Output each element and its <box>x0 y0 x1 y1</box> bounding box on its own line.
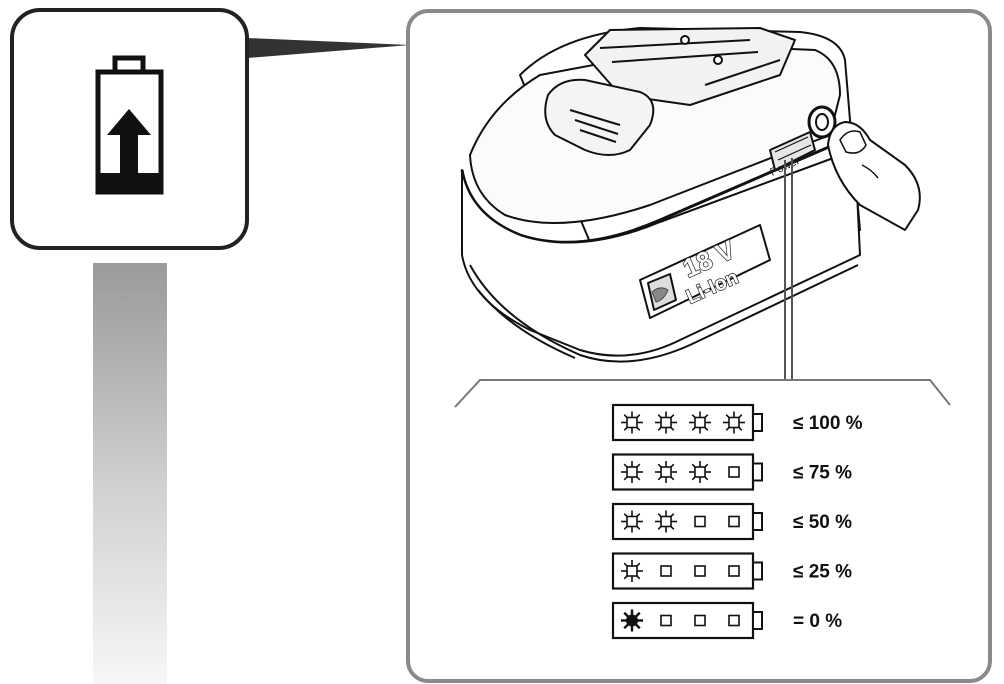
callout-pointer <box>247 38 410 58</box>
charge-level-table: ≤ 100 % ≤ 75 % ≤ 50 % ≤ 25 % = 0 % <box>611 403 863 640</box>
charge-level-label: ≤ 75 % <box>793 463 852 484</box>
led-lit-icon <box>621 461 643 483</box>
battery-pack <box>460 27 921 363</box>
led-off-icon <box>728 565 740 577</box>
led-off-icon <box>728 515 740 528</box>
led-off-icon <box>660 614 672 627</box>
charge-level-row: ≤ 25 % <box>611 552 852 590</box>
led-off-icon <box>694 614 706 627</box>
led-off-icon <box>728 614 740 627</box>
charge-level-label: ≤ 50 % <box>793 512 852 533</box>
charge-level-label: ≤ 100 % <box>793 413 863 434</box>
led-lit-icon <box>689 411 711 434</box>
fade-bar <box>93 263 167 684</box>
charge-level-row: = 0 % <box>611 601 842 640</box>
led-off-icon <box>728 466 740 478</box>
charge-symbol-box <box>10 8 249 250</box>
led-off-icon <box>694 565 706 577</box>
led-indicator-window <box>769 131 816 171</box>
led-lit-icon <box>621 411 643 434</box>
battery-charge-up-arrow-icon <box>95 55 164 195</box>
charge-level-label: ≤ 25 % <box>793 562 852 583</box>
led-lit-icon <box>723 411 745 434</box>
led-blinking-icon <box>621 609 643 632</box>
charge-level-row: ≤ 50 % <box>611 502 852 541</box>
led-lit-icon <box>655 461 677 483</box>
charge-level-label: = 0 % <box>793 611 842 632</box>
power-button <box>807 105 837 139</box>
led-lit-icon <box>621 510 643 533</box>
led-lit-icon <box>689 461 711 483</box>
charge-level-row: ≤ 100 % <box>611 403 863 442</box>
led-off-icon <box>660 565 672 577</box>
bracket <box>454 379 951 408</box>
led-off-icon <box>694 515 706 528</box>
charge-level-row: ≤ 75 % <box>611 453 852 491</box>
led-lit-icon <box>655 510 677 533</box>
release-latch <box>544 78 655 156</box>
led-lit-icon <box>655 411 677 434</box>
led-lit-icon <box>621 560 643 582</box>
